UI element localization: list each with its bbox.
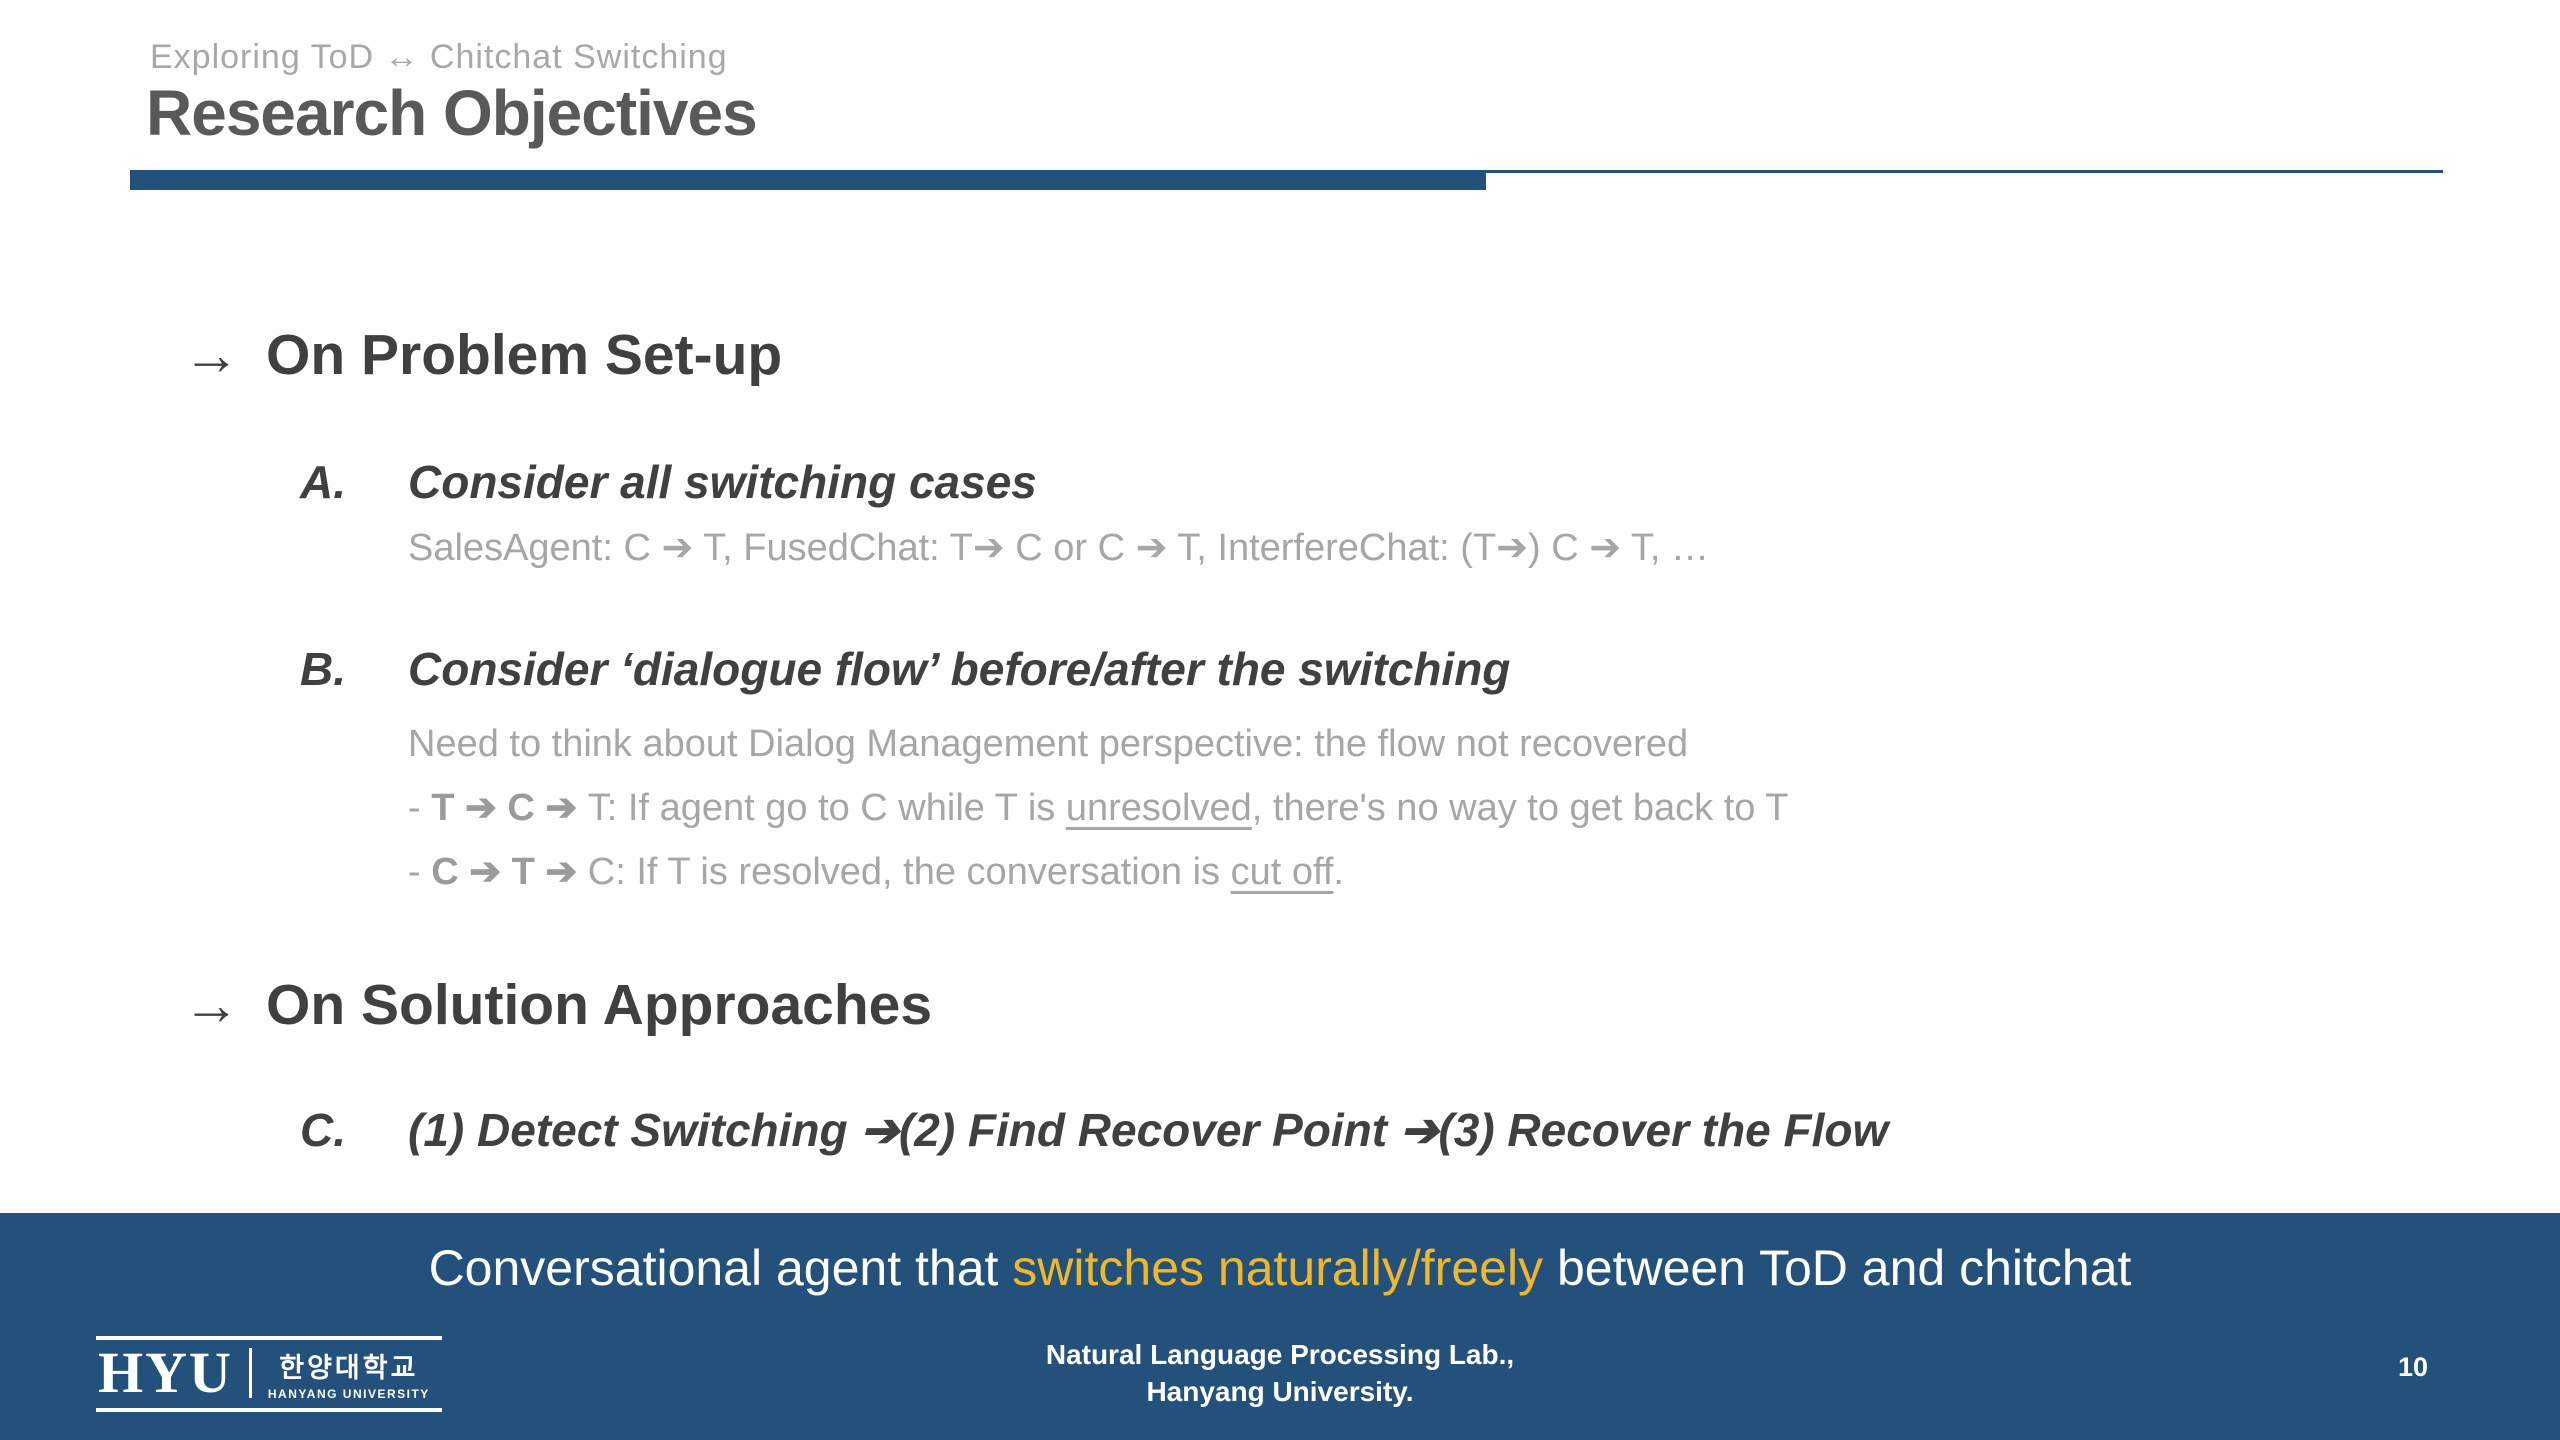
arrow-right-icon: → [183, 323, 240, 387]
affiliation-line-2: Hanyang University. [1146, 1376, 1414, 1407]
logo-acronym: HYU [98, 1340, 233, 1405]
dash: - [408, 787, 432, 829]
banner-statement: Conversational agent that switches natur… [0, 1239, 2560, 1297]
arrow-right-icon: → [183, 973, 240, 1037]
list-item-b-heading: Consider ‘dialogue flow’ before/after th… [408, 643, 1511, 695]
list-item-b-detail: Need to think about Dialog Management pe… [408, 712, 1789, 904]
section-heading-label: On Solution Approaches [266, 973, 933, 1037]
detail-line-2: - T ➔ C ➔ T: If agent go to C while T is… [408, 787, 1789, 829]
underlined-term: unresolved [1065, 787, 1252, 829]
slide-eyebrow: Exploring ToD ↔ Chitchat Switching [150, 38, 728, 76]
list-item-c-label: C. [300, 1104, 346, 1156]
page-title: Research Objectives [146, 77, 758, 149]
underlined-term: cut off [1230, 851, 1334, 893]
detail-line-1: Need to think about Dialog Management pe… [408, 723, 1689, 765]
list-item-c: C. (1) Detect Switching ➔(2) Find Recove… [300, 1103, 1888, 1157]
list-item-a-heading: Consider all switching cases [408, 456, 1037, 508]
section-heading-solution-approaches: → On Solution Approaches [183, 972, 932, 1038]
logo-divider [248, 1348, 252, 1398]
banner-text-after: between ToD and chitchat [1543, 1240, 2132, 1296]
list-item-a-detail: SalesAgent: C ➔ T, FusedChat: T➔ C or C … [408, 527, 1710, 569]
switch-path: C ➔ T ➔ [431, 851, 588, 893]
bottom-banner: Conversational agent that switches natur… [0, 1213, 2560, 1440]
affiliation-line-1: Natural Language Processing Lab., [1045, 1339, 1515, 1370]
list-item-c-heading: (1) Detect Switching ➔(2) Find Recover P… [408, 1104, 1889, 1156]
banner-highlight: switches naturally/freely [1012, 1240, 1544, 1296]
page-number: 10 [2398, 1352, 2429, 1382]
list-item-b: B. Consider ‘dialogue flow’ before/after… [300, 642, 1510, 696]
title-rule-thick [130, 170, 1486, 190]
section-heading-problem-setup: → On Problem Set-up [183, 322, 782, 388]
logo-wordmark: 한양대학교 HANYANG UNIVERSITY [268, 1346, 430, 1401]
switch-path: T ➔ C ➔ [431, 787, 588, 829]
university-logo: HYU 한양대학교 HANYANG UNIVERSITY [96, 1336, 442, 1412]
banner-text-before: Conversational agent that [428, 1240, 1013, 1296]
section-heading-label: On Problem Set-up [266, 323, 783, 387]
dash: - [408, 851, 432, 893]
logo-english-name: HANYANG UNIVERSITY [267, 1386, 430, 1401]
affiliation-text: Natural Language Processing Lab., Hanyan… [0, 1336, 2560, 1410]
list-item-b-label: B. [300, 643, 346, 695]
list-item-a-label: A. [300, 456, 346, 508]
detail-line-3: - C ➔ T ➔ C: If T is resolved, the conve… [408, 851, 1344, 893]
list-item-a: A. Consider all switching cases [300, 455, 1037, 509]
logo-korean-name: 한양대학교 [279, 1352, 419, 1383]
